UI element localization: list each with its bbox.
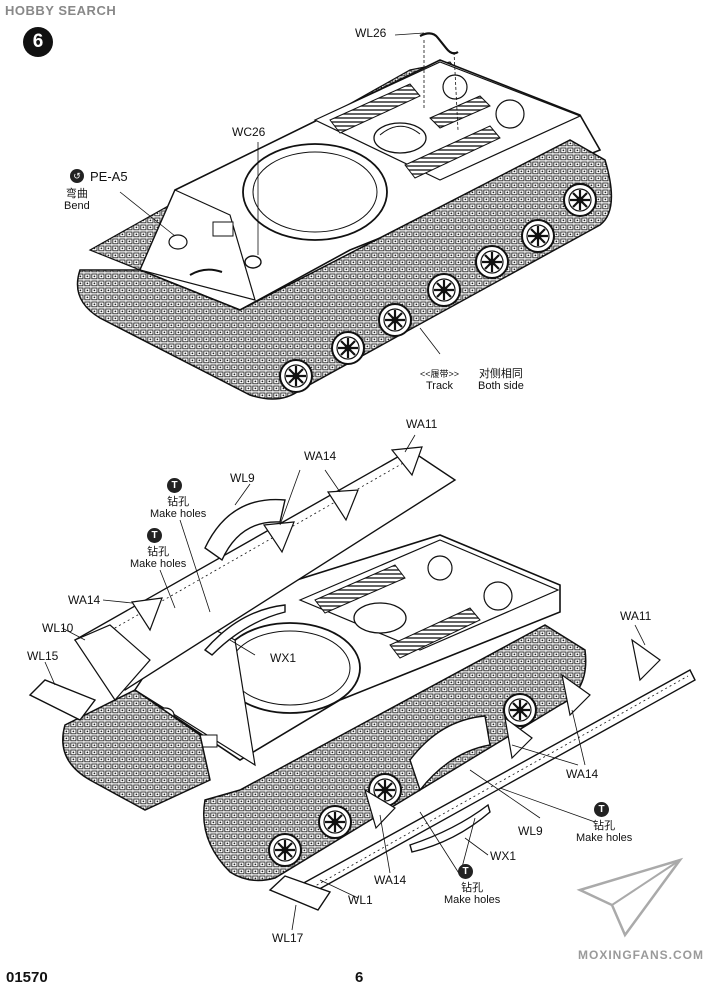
make-holes-en: Make holes [444,894,501,906]
make-holes-en: Make holes [576,832,633,844]
both-side-cn: 对侧相同 [478,368,523,380]
part-label-wl1: WL1 [348,893,373,907]
part-label-wx1-top: WX1 [270,651,297,665]
make-holes-cn: 钻孔 [593,820,616,832]
bend-icon: ↺ [70,169,84,183]
paper-plane-logo [576,857,684,938]
both-side-en: Both side [478,380,524,392]
track-note: <<履带>> Track [420,368,459,392]
page-number: 6 [355,969,364,986]
part-label-wl9-right: WL9 [518,824,543,838]
part-label-wa11-right: WA11 [620,609,652,623]
drill-icon: T [147,528,162,543]
bend-note: 弯曲 Bend [64,188,90,212]
bend-note-cn: 弯曲 [65,188,88,200]
bottom-tank-drawing [28,434,696,931]
make-holes-en: Make holes [150,508,207,520]
track-note-cn: <<履带>> [420,369,460,379]
drill-icon: T [167,478,182,493]
part-label-wa11-left: WA11 [406,417,438,431]
both-side-note: 对侧相同 Both side [478,368,524,392]
bend-note-en: Bend [64,200,90,212]
hobbysearch-logo: HOBBY SEARCH [5,3,117,18]
make-holes-cn: 钻孔 [147,546,170,558]
part-label-wc26: WC26 [232,125,266,139]
top-tank-drawing [76,32,613,400]
part-label-wl26: WL26 [355,26,387,40]
moxingfans-watermark: MOXINGFANS.COM [577,948,704,962]
make-holes-cn: 钻孔 [167,496,190,508]
drill-icon: T [594,802,609,817]
kit-number: 01570 [6,969,48,986]
make-holes-note-2: 钻孔 Make holes [130,546,186,570]
make-holes-cn: 钻孔 [461,882,484,894]
part-label-wa14-bottom: WA14 [374,873,407,887]
part-label-pe-a5: PE-A5 [90,169,128,184]
step-number-badge: 6 [23,27,53,57]
drill-icon: T [458,864,473,879]
part-label-wl9-top: WL9 [230,471,255,485]
part-label-wa14-right: WA14 [566,767,599,781]
make-holes-note-1: 钻孔 Make holes [150,496,206,520]
part-label-wl17: WL17 [272,931,304,945]
make-holes-en: Make holes [130,558,187,570]
track-note-en: Track [425,380,454,392]
make-holes-note-3: 钻孔 Make holes [576,820,632,844]
part-label-wa14-top: WA14 [304,449,337,463]
part-label-wx1-right: WX1 [490,849,517,863]
make-holes-note-4: 钻孔 Make holes [444,882,500,906]
part-label-wl15: WL15 [27,649,59,663]
part-label-wa14-left: WA14 [68,593,101,607]
part-label-wl10: WL10 [42,621,74,635]
